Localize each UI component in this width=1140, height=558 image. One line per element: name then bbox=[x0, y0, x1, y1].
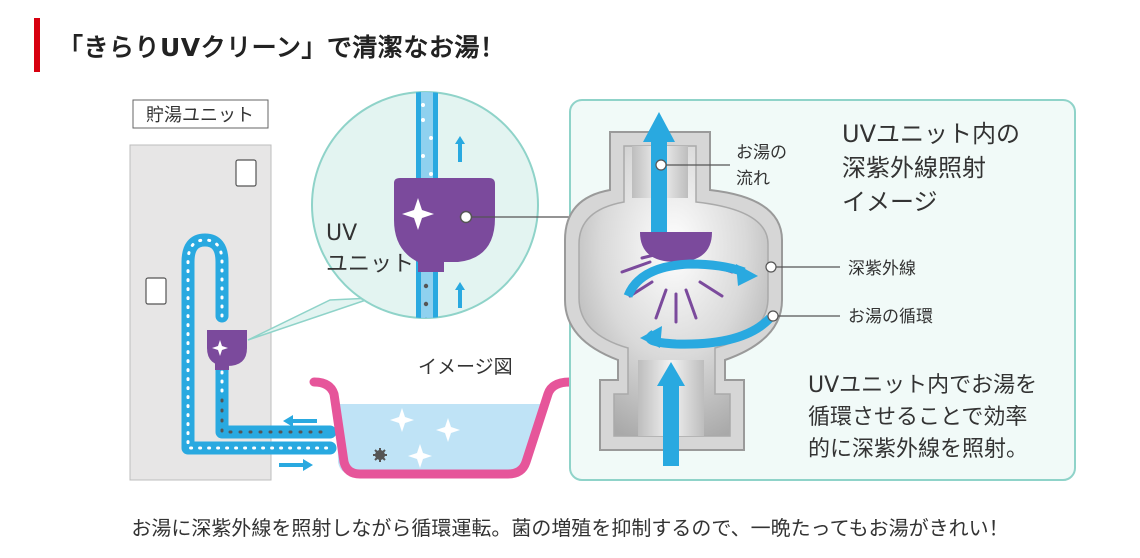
sparkle-icon bbox=[390, 408, 460, 468]
uv-detail-panel: お湯の 流れ UVユニット内の 深紫外線照射 イメージ 深紫外線 お湯の循環 U… bbox=[564, 99, 1076, 481]
zoom-callout: UV ユニット bbox=[247, 91, 590, 341]
arrow-right-icon bbox=[736, 264, 758, 286]
sparkle-icon bbox=[212, 340, 228, 356]
uv-unit-label-line1: UV bbox=[326, 221, 357, 246]
circulation-label: お湯の循環 bbox=[848, 307, 933, 327]
desc-line3: 的に深紫外線を照射。 bbox=[808, 437, 1028, 462]
arrow-left-icon bbox=[640, 326, 662, 348]
sparkle-icon bbox=[402, 198, 434, 230]
tank-label-text: 貯湯ユニット bbox=[146, 105, 254, 126]
arrow-right-icon bbox=[279, 459, 313, 471]
hot-water-flow-label-1: お湯の bbox=[736, 143, 787, 163]
hot-water-flow-label-2: 流れ bbox=[736, 169, 770, 189]
bottom-caption: お湯に深紫外線を照射しながら循環運転。菌の増殖を抑制するので、一晩たってもお湯が… bbox=[131, 516, 1009, 540]
uv-unit-small bbox=[207, 330, 247, 370]
uv-title-line1: UVユニット内の bbox=[842, 120, 1020, 148]
flow-arrows bbox=[279, 415, 317, 471]
storage-tank bbox=[129, 144, 272, 481]
image-caption-label: イメージ図 bbox=[418, 356, 513, 378]
deep-uv-label: 深紫外線 bbox=[848, 259, 916, 279]
germ-icon bbox=[373, 448, 387, 462]
uv-title-line3: イメージ bbox=[842, 188, 938, 216]
uv-unit-label-line2: ユニット bbox=[326, 252, 414, 277]
desc-line1: UVユニット内でお湯を bbox=[808, 373, 1037, 398]
page-title: 「きらりUVクリーン」で清潔なお湯！ bbox=[58, 33, 506, 62]
heading-accent-bar bbox=[34, 18, 40, 72]
uv-title-line2: 深紫外線照射 bbox=[842, 154, 986, 182]
uv-clean-diagram: 貯湯ユニット イメージ図 bbox=[129, 91, 1076, 481]
arrow-up-icon bbox=[455, 136, 465, 308]
tank-label: 貯湯ユニット bbox=[132, 99, 269, 129]
arrow-left-icon bbox=[283, 415, 317, 427]
bathtub bbox=[309, 377, 583, 479]
desc-line2: 循環させることで効率 bbox=[808, 405, 1027, 430]
